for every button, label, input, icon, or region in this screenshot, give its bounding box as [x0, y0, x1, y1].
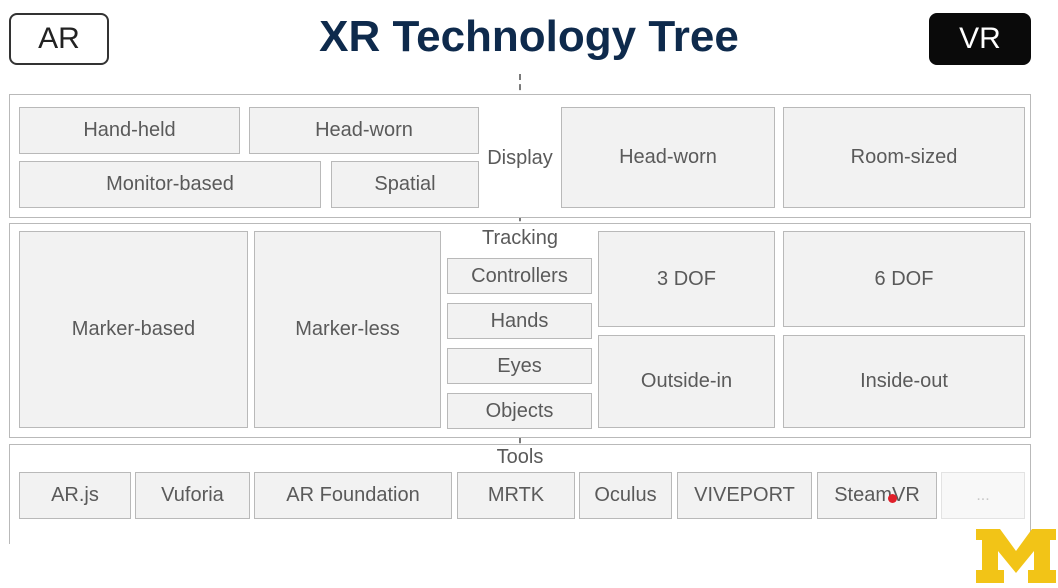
tracking-hands: Hands [447, 303, 592, 339]
block-m-logo [974, 527, 1058, 583]
tool-ar-js: AR.js [19, 472, 131, 519]
display-monitor-based: Monitor-based [19, 161, 321, 208]
tool-oculus: Oculus [579, 472, 672, 519]
tracking-eyes: Eyes [447, 348, 592, 384]
tracking-marker-based: Marker-based [19, 231, 248, 428]
tracking-marker-less: Marker-less [254, 231, 441, 428]
laser-pointer-dot [888, 494, 897, 503]
tracking-outside-in: Outside-in [598, 335, 775, 428]
display-ar-head-worn: Head-worn [249, 107, 479, 154]
block-m-logo-graphic [976, 529, 1056, 583]
tool-mrtk: MRTK [457, 472, 575, 519]
tools-label: Tools [496, 446, 544, 468]
display-room-sized: Room-sized [783, 107, 1025, 208]
tool-steamvr: SteamVR [817, 472, 937, 519]
tracking-6-dof: 6 DOF [783, 231, 1025, 327]
tracking-label: Tracking [482, 227, 558, 249]
vr-tag: VR [929, 13, 1031, 65]
display-hand-held: Hand-held [19, 107, 240, 154]
tracking-controllers: Controllers [447, 258, 592, 294]
display-vr-head-worn: Head-worn [561, 107, 775, 208]
display-spatial: Spatial [331, 161, 479, 208]
ar-tag: AR [9, 13, 109, 65]
tracking-objects: Objects [447, 393, 592, 429]
tool-vuforia: Vuforia [135, 472, 250, 519]
display-label: Display [487, 147, 553, 169]
page-title: XR Technology Tree [319, 12, 739, 61]
tool-viveport: VIVEPORT [677, 472, 812, 519]
tracking-3-dof: 3 DOF [598, 231, 775, 327]
tracking-inside-out: Inside-out [783, 335, 1025, 428]
tool-ar-foundation: AR Foundation [254, 472, 452, 519]
tool-more: ... [941, 472, 1025, 519]
